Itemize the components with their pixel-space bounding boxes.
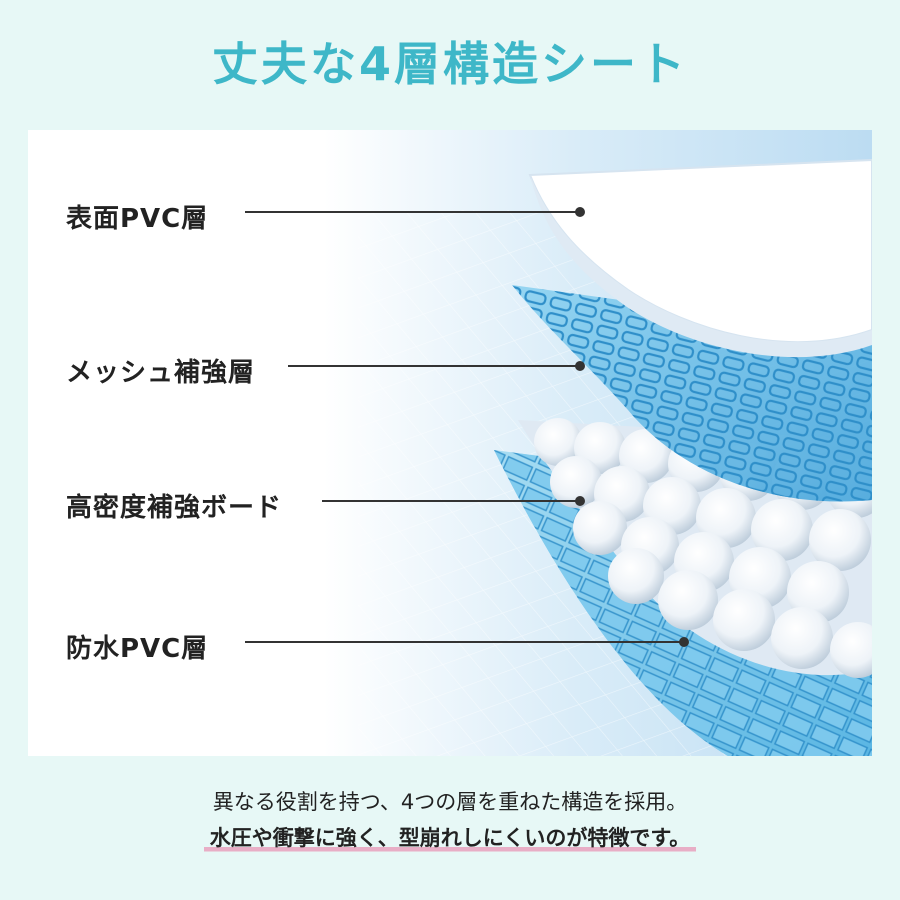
layer-label-mesh: メッシュ補強層	[66, 358, 256, 388]
layer-label-surface-pvc: 表面PVC層	[66, 204, 209, 234]
caption-line-2-text: 水圧や衝撃に強く、型崩れしにくいのが特徴です。	[203, 822, 697, 854]
leader-line-surface-pvc	[245, 207, 585, 217]
layer-label-waterproof-pvc: 防水PVC層	[66, 634, 209, 664]
leader-line-waterproof-pvc	[245, 637, 689, 647]
caption-line-2: 水圧や衝撃に強く、型崩れしにくいのが特徴です。	[0, 822, 900, 854]
layer-illustration-panel	[28, 130, 872, 756]
leader-line-mesh	[288, 361, 585, 371]
layer-label-foam-board: 高密度補強ボード	[66, 493, 283, 523]
page-title: 丈夫な4層構造シート	[211, 37, 688, 91]
leader-line-foam-board	[322, 496, 585, 506]
layer-structure-illustration	[28, 130, 872, 756]
caption-line-1: 異なる役割を持つ、4つの層を重ねた構造を採用。	[212, 790, 688, 814]
